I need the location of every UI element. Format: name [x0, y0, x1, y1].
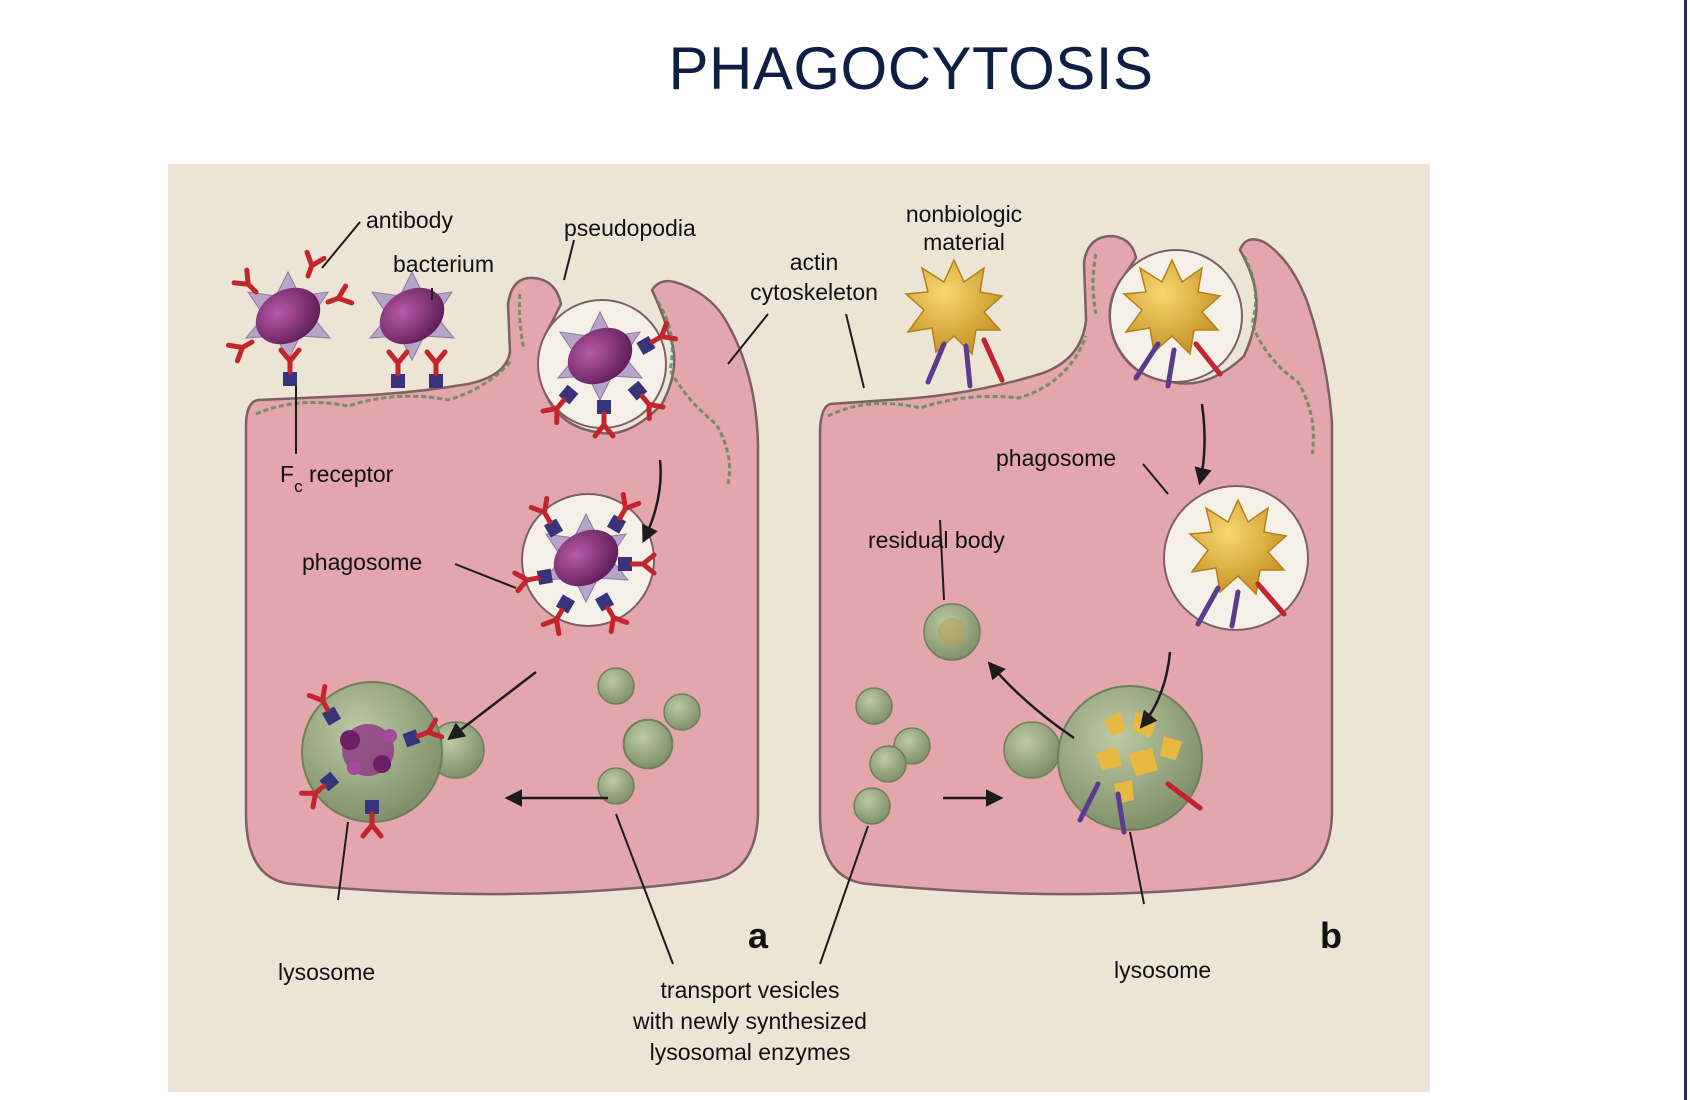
- lysosome-bud-b: [1003, 721, 1061, 779]
- lysosome-b-label: lysosome: [1114, 957, 1211, 983]
- phagosome-b-label: phagosome: [996, 445, 1116, 471]
- actin-cytoskeleton-a: [255, 293, 731, 485]
- antibody-label: antibody: [366, 207, 453, 233]
- digested-bacterium: [301, 686, 441, 836]
- phagosome-b-contents: [1189, 499, 1287, 629]
- fc-receptor-label: Fc receptor: [280, 461, 394, 496]
- transport-label-line3: lysosomal enzymes: [650, 1039, 851, 1065]
- nonbiologic-label-line2: material: [923, 229, 1005, 255]
- slide-title: PHAGOCYTOSIS: [668, 35, 1154, 102]
- process-arrows: [447, 403, 1212, 807]
- nonbiologic-label-line1: nonbiologic: [906, 201, 1022, 227]
- actin-label-line2: cytoskeleton: [750, 279, 878, 305]
- transport-label-line1: transport vesicles: [661, 977, 840, 1003]
- label-leader-lines: [295, 221, 1169, 965]
- transport-label-line2: with newly synthesized: [632, 1008, 867, 1034]
- actin-cytoskeleton-b: [827, 253, 1315, 455]
- slide-edge-rule: [1684, 0, 1687, 1100]
- pseudopodia-label: pseudopodia: [564, 215, 696, 241]
- actin-label-line1: actin: [790, 249, 839, 275]
- fragmented-particle: [1077, 712, 1203, 835]
- lysosome-a-label: lysosome: [278, 959, 375, 985]
- nonbiologic-particle: [905, 259, 1005, 389]
- phagocytosis-figure: antibody bacterium pseudopodia Fc recept…: [168, 164, 1430, 1092]
- panel-a-letter: a: [748, 915, 769, 956]
- panel-b-letter: b: [1320, 915, 1342, 956]
- residual-body: [923, 603, 981, 661]
- residual-body-label: residual body: [868, 527, 1005, 553]
- phagosome-a-label: phagosome: [302, 549, 422, 575]
- engulfed-particle: [1123, 259, 1223, 389]
- bacterium-label: bacterium: [393, 251, 494, 277]
